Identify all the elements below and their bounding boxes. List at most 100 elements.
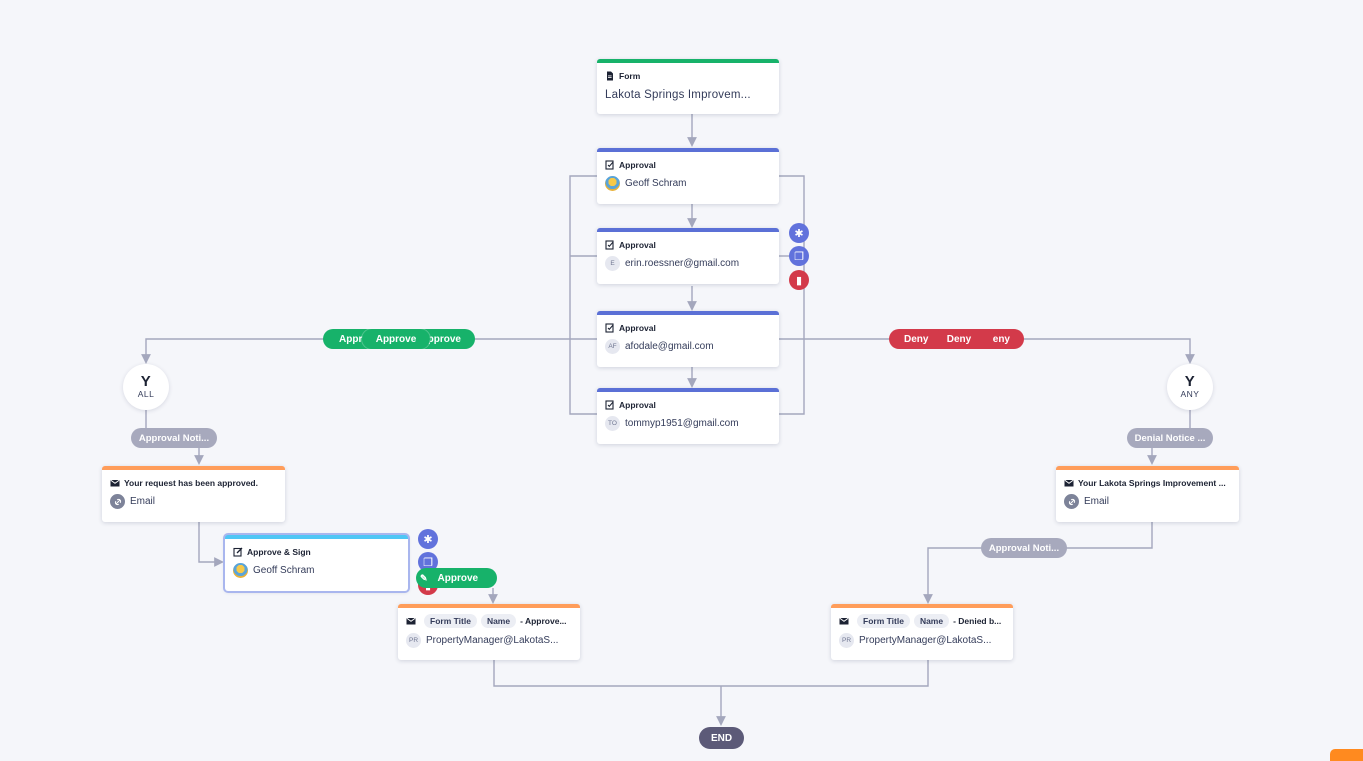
help-tab[interactable]: [1330, 749, 1363, 761]
email-pm-approved-node[interactable]: Form Title Name - Approve... PR Property…: [398, 604, 580, 660]
trash-icon[interactable]: ▮: [789, 270, 809, 290]
denial-notice-label: Denial Notice ...: [1134, 432, 1206, 444]
approve-label-right: pprove: [427, 333, 461, 345]
form-node-body: Lakota Springs Improvem...: [597, 81, 779, 101]
email-subject-suffix: - Denied b...: [953, 616, 1002, 626]
deny-label: Deny: [946, 333, 972, 345]
approval-node-4[interactable]: Approval TO tommyp1951@gmail.com: [597, 388, 779, 444]
form-node-header: Form: [597, 63, 779, 81]
email-approved-node[interactable]: Your request has been approved. Email: [102, 466, 285, 522]
approval-node-body: AF afodale@gmail.com: [597, 333, 779, 354]
avatar: PR: [839, 633, 854, 648]
gear-icon[interactable]: ✱: [789, 223, 809, 243]
form-node-type: Form: [619, 71, 641, 81]
merge-any-label: ANY: [1180, 389, 1200, 399]
deny-label-left: Deny: [904, 333, 929, 345]
approval-node-2[interactable]: Approval E erin.roessner@gmail.com: [597, 228, 779, 284]
merge-all-node[interactable]: Y ALL: [123, 364, 169, 410]
copy-icon[interactable]: ❐: [418, 552, 438, 572]
envelope-icon: [110, 479, 120, 487]
approve-sign-header: Approve & Sign: [225, 539, 408, 557]
approval-icon: [605, 400, 614, 410]
form-node[interactable]: Form Lakota Springs Improvem...: [597, 59, 779, 114]
approval-assignee: tommyp1951@gmail.com: [625, 418, 739, 429]
avatar: PR: [406, 633, 421, 648]
deny-branch-label-center[interactable]: Deny: [934, 329, 984, 349]
approval-assignee: afodale@gmail.com: [625, 341, 714, 352]
merge-icon: Y: [1184, 373, 1196, 390]
approve-branch-label-center[interactable]: Approve: [362, 329, 430, 349]
approval-node-header: Approval: [597, 315, 779, 333]
approve-sign-assignee: Geoff Schram: [253, 565, 315, 576]
form-title-chip: Form Title: [857, 614, 910, 628]
approve-sign-branch-text: Approve: [437, 572, 479, 584]
approval-node-body: Geoff Schram: [597, 170, 779, 191]
approval-icon: [605, 160, 614, 170]
approval-notice-label: Approval Noti...: [988, 542, 1060, 554]
approve-sign-body: Geoff Schram: [225, 557, 408, 578]
email-channel: Email: [130, 496, 156, 507]
avatar: E: [605, 256, 620, 271]
document-icon: [607, 71, 613, 81]
avatar: TO: [605, 416, 620, 431]
envelope-icon: [839, 617, 849, 625]
email-node-body: Email: [1056, 488, 1239, 509]
email-node-header: Your Lakota Springs Improvement ...: [1056, 470, 1239, 488]
email-node-header: Your request has been approved.: [102, 470, 285, 488]
approval-assignee: erin.roessner@gmail.com: [625, 258, 740, 269]
avatar: [233, 563, 248, 578]
denial-notice-pill[interactable]: Denial Notice ...: [1127, 428, 1213, 448]
copy-icon[interactable]: ❐: [789, 246, 809, 266]
approval-node-type: Approval: [619, 240, 656, 250]
end-node[interactable]: END: [699, 727, 744, 749]
approve-label: Approve: [375, 333, 417, 345]
email-subject-suffix: - Approve...: [520, 616, 567, 626]
gear-icon[interactable]: ✱: [418, 529, 438, 549]
link-icon: [110, 494, 125, 509]
approval-node-1[interactable]: Approval Geoff Schram: [597, 148, 779, 204]
approval-notice-pill[interactable]: Approval Noti...: [131, 428, 217, 448]
email-node-body: PR PropertyManager@LakotaS...: [398, 628, 580, 648]
approval-node-type: Approval: [619, 323, 656, 333]
merge-icon: Y: [140, 373, 152, 390]
approval-node-type: Approval: [619, 160, 656, 170]
avatar: [605, 176, 620, 191]
approval-node-3[interactable]: Approval AF afodale@gmail.com: [597, 311, 779, 367]
email-node-header: Form Title Name - Denied b...: [831, 608, 1013, 628]
approval-node-header: Approval: [597, 232, 779, 250]
sign-icon: [233, 547, 243, 557]
approval-icon: [605, 323, 614, 333]
merge-all-label: ALL: [137, 389, 155, 399]
approval-node-body: TO tommyp1951@gmail.com: [597, 410, 779, 431]
approval-node-type: Approval: [619, 400, 656, 410]
email-recipient: PropertyManager@LakotaS...: [426, 635, 559, 646]
approve-sign-type: Approve & Sign: [247, 547, 311, 557]
approve-sign-branch-icon: ✎: [420, 572, 428, 583]
approve-sign-node[interactable]: Approve & Sign Geoff Schram: [225, 535, 408, 591]
form-title-chip: Form Title: [424, 614, 477, 628]
email-denied-node[interactable]: Your Lakota Springs Improvement ... Emai…: [1056, 466, 1239, 522]
approval-icon: [605, 240, 614, 250]
email-node-body: PR PropertyManager@LakotaS...: [831, 628, 1013, 648]
merge-any-node[interactable]: Y ANY: [1167, 364, 1213, 410]
approval-notice-pill-2[interactable]: Approval Noti...: [981, 538, 1067, 558]
email-node-header: Form Title Name - Approve...: [398, 608, 580, 628]
approval-notice-label: Approval Noti...: [138, 432, 210, 444]
approval-node-body: E erin.roessner@gmail.com: [597, 250, 779, 271]
envelope-icon: [1064, 479, 1074, 487]
email-pm-denied-node[interactable]: Form Title Name - Denied b... PR Propert…: [831, 604, 1013, 660]
approval-node-header: Approval: [597, 152, 779, 170]
email-channel: Email: [1084, 496, 1110, 507]
approval-node-header: Approval: [597, 392, 779, 410]
envelope-icon: [406, 617, 416, 625]
name-chip: Name: [480, 614, 517, 628]
link-icon: [1064, 494, 1079, 509]
approval-assignee: Geoff Schram: [625, 178, 687, 189]
email-node-body: Email: [102, 488, 285, 509]
email-recipient: PropertyManager@LakotaS...: [859, 635, 992, 646]
email-title: Your Lakota Springs Improvement ...: [1078, 478, 1226, 488]
approve-sign-branch-label[interactable]: ✎ Approve: [416, 568, 497, 588]
email-title: Your request has been approved.: [124, 478, 258, 488]
